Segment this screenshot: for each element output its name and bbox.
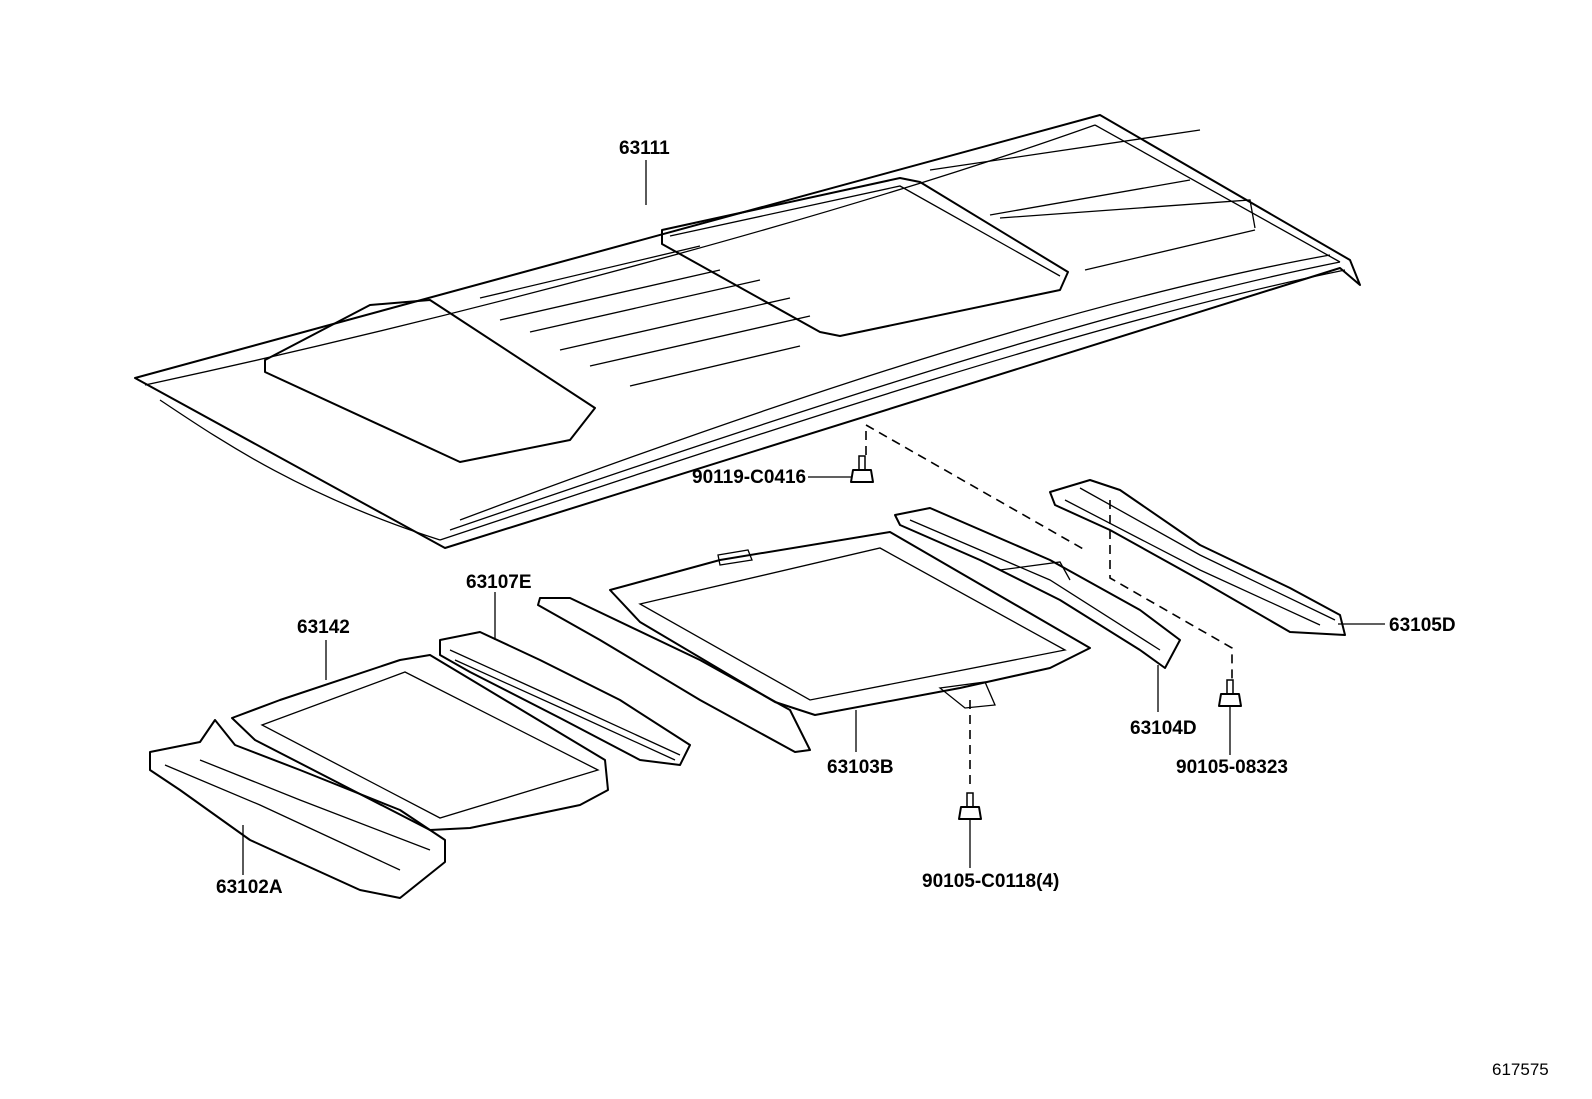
sunroof-frame [537, 531, 1091, 753]
front-bracket [439, 631, 691, 766]
diagram-reference-number: 617575 [1492, 1060, 1549, 1079]
bolt-90105-08323 [1218, 679, 1242, 707]
guide-line-right [1109, 500, 1233, 680]
label-63102a: 63102A [216, 877, 283, 898]
label-63104d: 63104D [1130, 718, 1197, 739]
drip-frame [231, 654, 609, 831]
label-63103b: 63103B [827, 757, 894, 778]
bolt-90105-c0118 [958, 792, 982, 820]
rear-rail [1049, 479, 1346, 636]
label-90105-08323: 90105-08323 [1176, 757, 1288, 778]
label-90119-c0416: 90119-C0416 [692, 467, 806, 488]
label-63105d: 63105D [1389, 615, 1456, 636]
label-63107e: 63107E [466, 572, 532, 593]
guide-line-top [865, 423, 1086, 551]
center-rail [894, 507, 1181, 669]
label-63142: 63142 [297, 617, 350, 638]
label-90105-c0118: 90105-C0118(4) [922, 871, 1059, 892]
bolt-90119 [850, 455, 874, 483]
roof-panel [134, 114, 1361, 549]
front-rail [149, 719, 446, 899]
label-63111: 63111 [619, 138, 670, 159]
